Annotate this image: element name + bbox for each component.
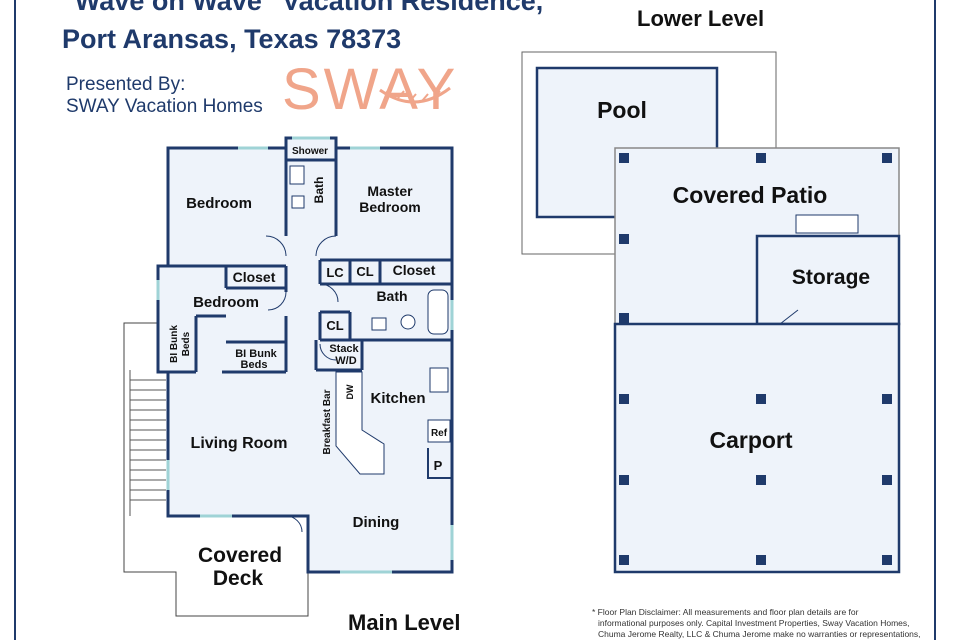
hammock-logo-icon [379, 85, 451, 104]
covered-deck-label-line1: Covered [198, 544, 282, 567]
company-name: SWAY Vacation Homes [66, 96, 263, 117]
disclaimer-line1: * Floor Plan Disclaimer: All measurement… [592, 607, 859, 617]
closet1-label: Closet [233, 269, 276, 285]
bedroom2-label: Bedroom [193, 294, 259, 311]
bath1-label: Bath [312, 177, 326, 204]
dining-label: Dining [353, 514, 400, 531]
storage-area [755, 234, 901, 326]
dishwasher-label: DW [345, 384, 355, 399]
property-location: Port Aransas, Texas 78373 [62, 24, 402, 54]
interior-walls [158, 148, 452, 374]
main-level-title: Main Level [348, 610, 461, 635]
refrigerator [427, 419, 451, 443]
master-bedroom-label-line2: Bedroom [359, 199, 420, 215]
floor-plan-disclaimer: * Floor Plan Disclaimer: All measurement… [592, 607, 922, 640]
bath2-label: Bath [376, 288, 407, 304]
covered-deck-label-line2: Deck [213, 567, 264, 590]
shower-label: Shower [292, 146, 328, 157]
page-border-right [934, 0, 936, 640]
page-border-left [14, 0, 16, 640]
property-title: "Wave on Wave" Vacation Residence, [62, 0, 544, 16]
disclaimer-line3: Chuma Jerome Realty, LLC & Chuma Jerome … [598, 629, 921, 639]
master-bedroom-label-line1: Master [367, 183, 413, 199]
closet-cl2-label: CL [326, 318, 343, 333]
sway-logo: SWAY [282, 57, 459, 122]
stack-wd-label-line2: W/D [335, 355, 356, 367]
bunk1-label-line1: BI Bunk [169, 325, 180, 363]
bunk1-label-line2: Beds [181, 331, 192, 356]
lower-level-title: Lower Level [637, 6, 765, 31]
bedroom1-label: Bedroom [186, 195, 252, 212]
storage-door-swing [779, 309, 799, 325]
closet-cl1-label: CL [356, 264, 373, 279]
breakfast-bar-label: Breakfast Bar [322, 389, 333, 454]
support-posts [619, 153, 892, 565]
disclaimer-line2: informational purposes only. Capital Inv… [598, 618, 910, 628]
bunk2-label-line2: Beds [241, 359, 268, 371]
outdoor-sink-counter [795, 214, 859, 234]
living-room-label: Living Room [191, 435, 288, 452]
bunk2-label-line1: BI Bunk [235, 348, 277, 360]
linen-closet-label: LC [326, 265, 344, 280]
main-level-plan: Shower Bath Bedroom Master Bedroom Close… [123, 136, 454, 617]
refrigerator-label: Ref [431, 428, 448, 439]
stack-wd-label-line1: Stack [329, 343, 359, 355]
carport-area [613, 322, 901, 574]
carport-label: Carport [709, 427, 792, 453]
breakfast-bar-counter [335, 371, 385, 475]
windows [156, 136, 454, 574]
covered-patio-label: Covered Patio [673, 182, 828, 208]
door-swings [265, 235, 339, 533]
storage-label: Storage [792, 266, 870, 289]
pool-label: Pool [597, 97, 647, 123]
kitchen-label: Kitchen [370, 390, 425, 407]
presented-by-label: Presented By: [66, 74, 186, 95]
bathtub [427, 289, 449, 335]
stove [429, 367, 449, 393]
pantry-walls [427, 448, 452, 479]
bath-fixtures [289, 165, 416, 331]
closet2-label: Closet [393, 262, 436, 278]
lower-level-plan: Pool Covered Patio Storage Carport [521, 51, 901, 574]
pantry-label: P [434, 458, 443, 473]
stairs [129, 370, 166, 516]
